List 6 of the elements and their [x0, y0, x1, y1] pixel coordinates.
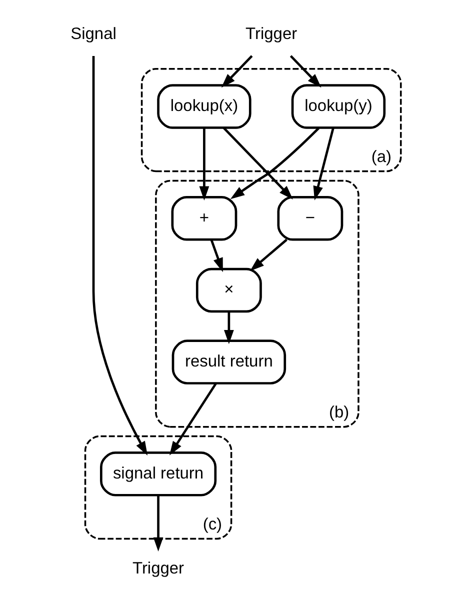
node-label: (a)	[370, 148, 392, 166]
node-text: Trigger	[132, 560, 184, 578]
node-label: (c)	[202, 516, 222, 534]
node-label: (b)	[328, 404, 349, 422]
node-text: Trigger	[245, 25, 297, 44]
node-text: Signal	[70, 25, 116, 44]
